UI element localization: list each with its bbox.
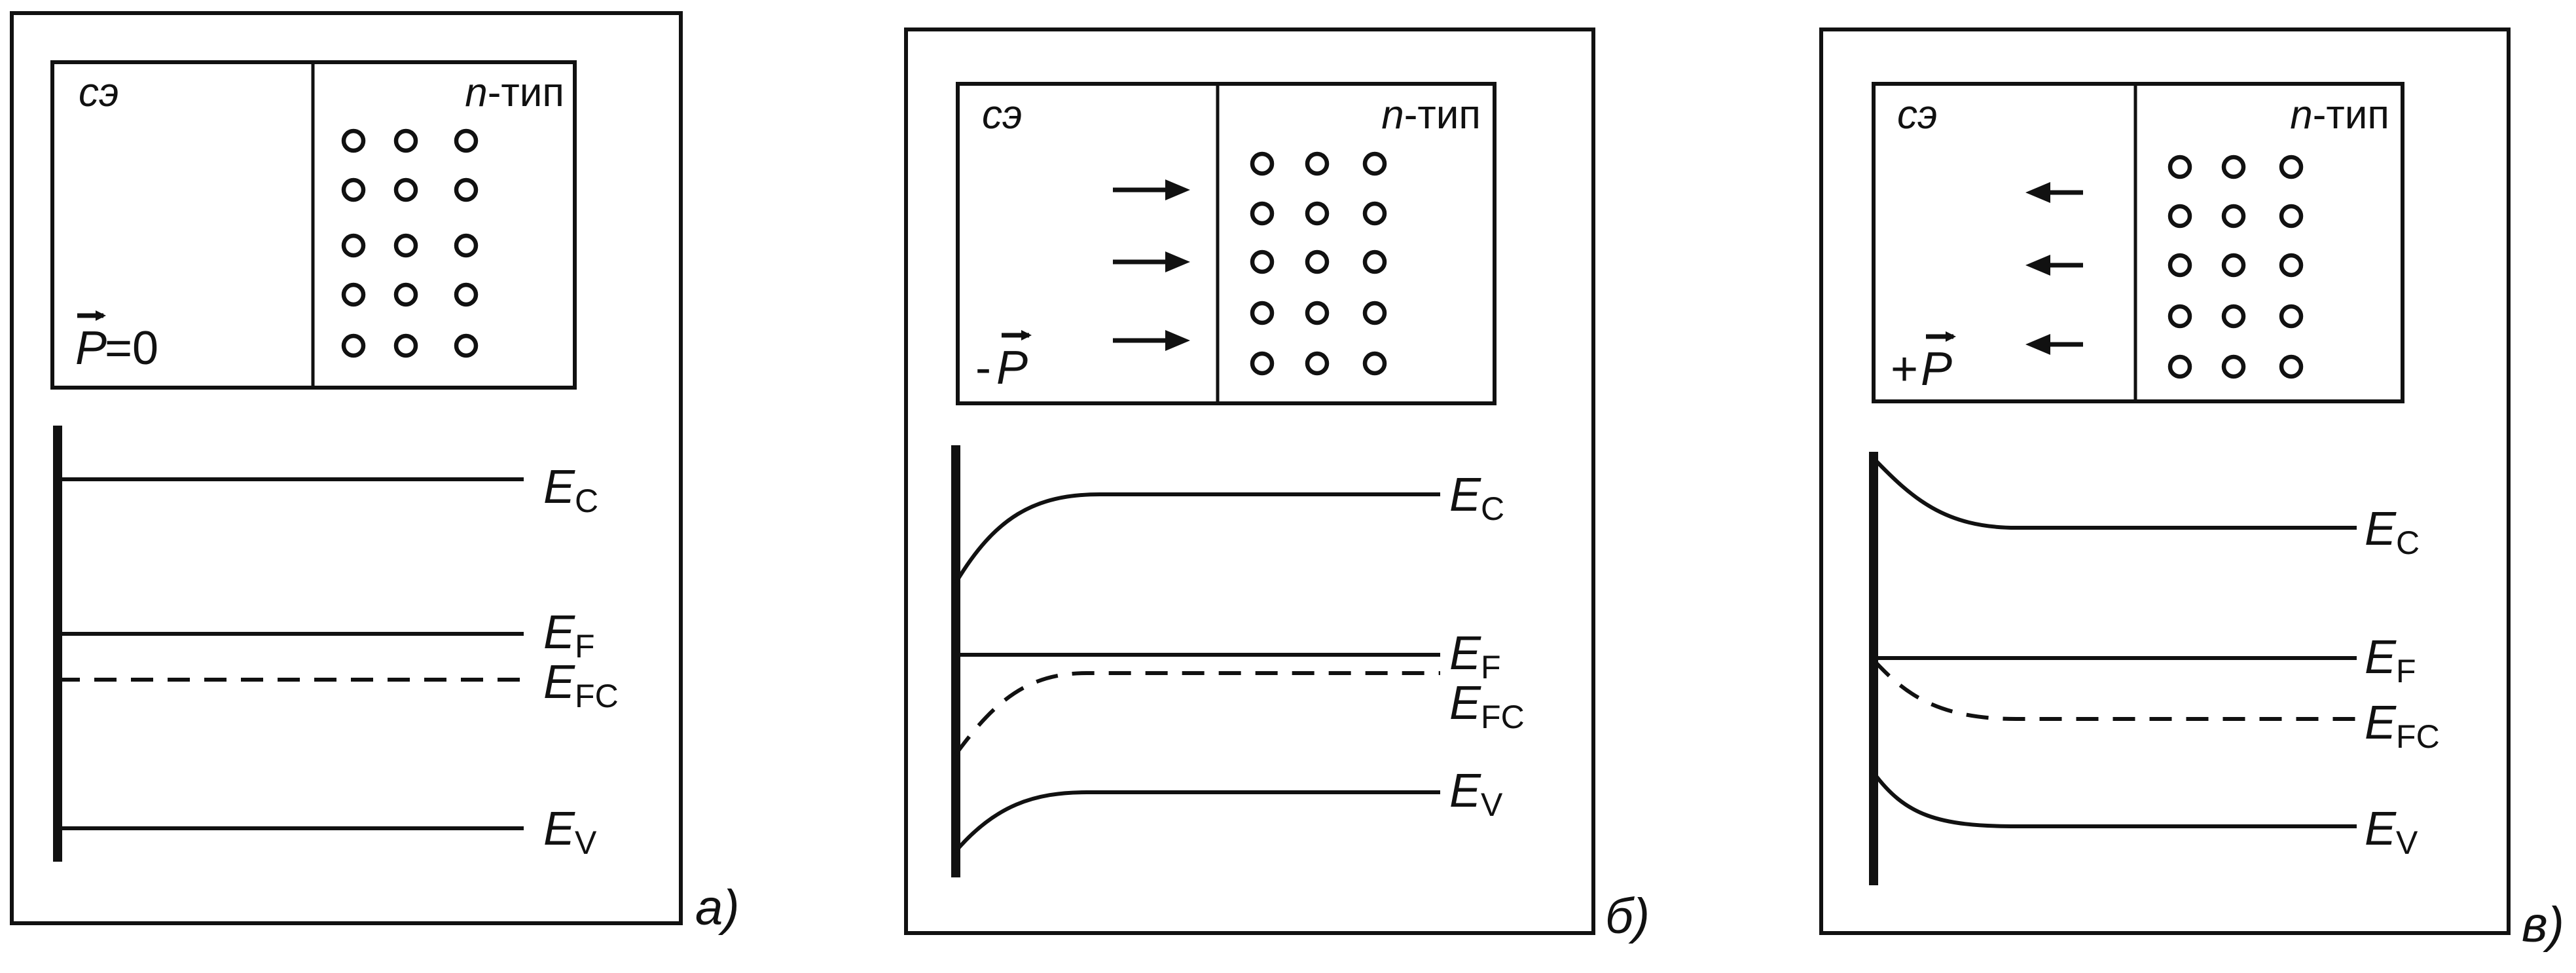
- panel-b-frame: [904, 28, 1595, 935]
- panel-c-efc-line: [1872, 658, 2357, 721]
- panel-c-ev-line: [1872, 771, 2357, 828]
- panel-a-ev-label: EV: [543, 803, 597, 861]
- panel-b: сэ n-тип - P EC EF EFC EV б): [904, 28, 1650, 944]
- svg-text:P: P: [75, 322, 107, 375]
- svg-text:-: -: [975, 342, 991, 394]
- panel-c-frame: [1819, 28, 2511, 935]
- panel-b-ev-label: EV: [1449, 765, 1503, 823]
- panel-a-region-ntype: n-тип: [465, 70, 564, 115]
- svg-text:P: P: [996, 342, 1028, 394]
- panel-c-polarization-arrows: [2025, 182, 2083, 355]
- panel-b-letter: б): [1605, 889, 1650, 944]
- panel-b-donor-dots: [1250, 151, 1387, 376]
- panel-b-region-ntype: n-тип: [1381, 92, 1481, 138]
- panel-c-ef-label: EF: [2365, 631, 2416, 689]
- panel-a: сэ n-тип P =0 EC EF EFC EV а): [10, 11, 740, 936]
- panel-c-donor-dots: [2168, 155, 2304, 379]
- panel-a-ec-label: EC: [543, 461, 598, 519]
- panel-c-ec-line: [1872, 456, 2357, 530]
- panel-b-polarization-arrows: [1113, 179, 1190, 351]
- panel-b-inset: [956, 82, 1497, 405]
- panel-c-region-ntype: n-тип: [2290, 92, 2389, 138]
- panel-c-region-se: сэ: [1897, 92, 1938, 138]
- panel-c-polarization-label: + P: [1891, 331, 1956, 395]
- panel-a-donor-dots: [341, 128, 479, 358]
- panel-c: сэ n-тип + P EC EF EFC EV в): [1819, 28, 2564, 953]
- svg-text:P: P: [1921, 343, 1952, 395]
- panel-a-region-se: сэ: [79, 70, 119, 115]
- panel-b-efc-line: [954, 671, 1440, 756]
- panel-b-ef-label: EF: [1449, 627, 1501, 686]
- panel-a-efc-label: EFC: [543, 656, 619, 714]
- panel-b-region-se: сэ: [982, 92, 1023, 138]
- svg-text:+: +: [1891, 343, 1918, 395]
- panel-c-ec-label: EC: [2365, 503, 2420, 561]
- panel-a-ef-label: EF: [543, 606, 595, 665]
- panel-c-ev-label: EV: [2365, 803, 2418, 861]
- panel-c-efc-label: EFC: [2365, 697, 2440, 755]
- panel-b-ec-label: EC: [1449, 469, 1504, 527]
- panel-b-efc-label: EFC: [1449, 677, 1525, 735]
- panel-c-inset: [1872, 82, 2404, 403]
- panel-b-ec-line: [954, 492, 1440, 584]
- panel-a-frame: [10, 11, 683, 925]
- panel-b-polarization-label: - P: [975, 330, 1032, 394]
- svg-text:=0: =0: [105, 322, 158, 375]
- panel-a-letter: а): [695, 880, 740, 936]
- panel-a-polarization-label: P =0: [75, 310, 158, 375]
- panel-b-ev-line: [954, 790, 1440, 853]
- panel-c-letter: в): [2522, 897, 2564, 953]
